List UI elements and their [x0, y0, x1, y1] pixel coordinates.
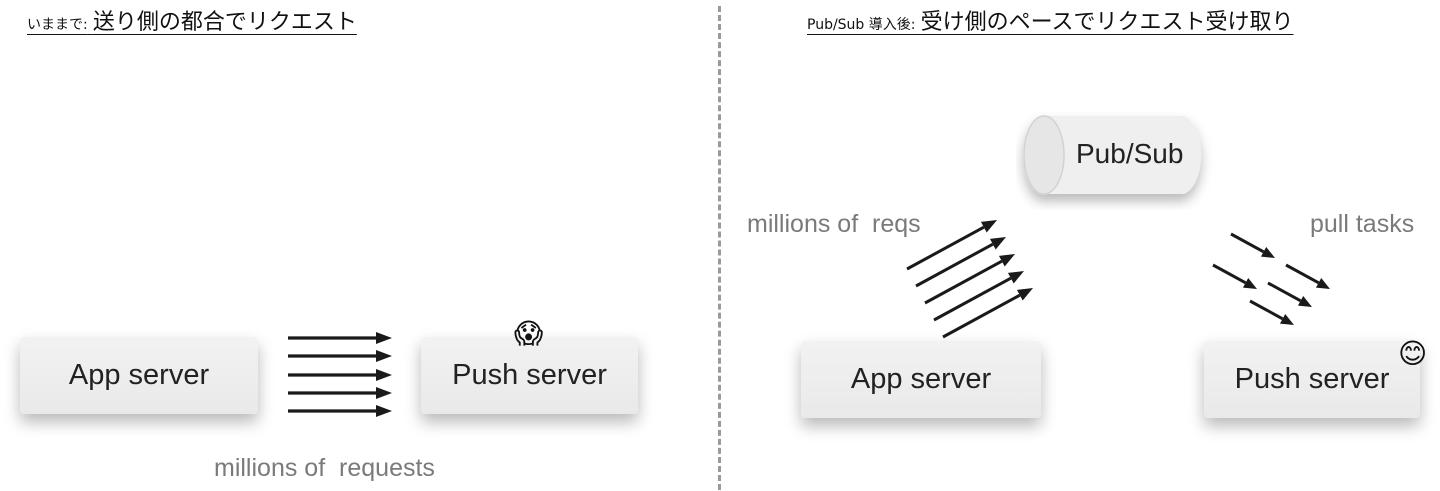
left-request-arrow — [288, 387, 392, 399]
publish-arrow — [924, 254, 1015, 305]
left-panel-title: いままで: 送り側の都合でリクエスト — [27, 4, 357, 36]
publish-arrow — [942, 288, 1033, 339]
scream-emoji-icon: 😱 — [514, 317, 544, 350]
smile-emoji-icon: 😊 — [1398, 337, 1428, 370]
left-title-prefix: いままで: — [27, 17, 88, 33]
left-app-server-box: App server — [20, 337, 258, 414]
publish-arrow — [915, 237, 1006, 288]
pull-arrow — [1212, 263, 1257, 289]
publish-arrow — [933, 271, 1024, 322]
right-push-server-box: Push server — [1204, 341, 1420, 418]
left-request-arrow — [288, 350, 392, 362]
left-request-arrow — [288, 332, 392, 344]
right-app-server-label: App server — [850, 363, 992, 395]
left-push-server-label: Push server — [452, 359, 607, 391]
right-app-server-box: App server — [801, 341, 1041, 418]
left-title-main: 送り側の都合でリクエスト — [92, 10, 357, 35]
left-requests-label: millions of requests — [214, 454, 435, 482]
pubsub-label: Pub/Sub — [1076, 138, 1184, 169]
right-push-server-label: Push server — [1234, 363, 1390, 395]
left-request-arrow — [288, 405, 392, 417]
left-push-server-box: Push server — [421, 337, 638, 414]
right-title-prefix: Pub/Sub 導入後: — [807, 17, 916, 33]
pull-arrow — [1285, 263, 1330, 289]
panel-divider — [718, 6, 721, 490]
left-request-arrow — [288, 369, 392, 381]
publish-arrow — [906, 220, 997, 271]
pull-arrow — [1267, 281, 1312, 307]
pubsub-cylinder — [1023, 115, 1202, 195]
left-app-server-label: App server — [68, 359, 210, 391]
right-panel-title: Pub/Sub 導入後: 受け側のペースでリクエスト受け取り — [807, 4, 1294, 36]
right-pull-label: pull tasks — [1310, 210, 1415, 238]
right-reqs-label: millions of reqs — [747, 210, 921, 238]
right-title-main: 受け側のペースでリクエスト受け取り — [920, 10, 1294, 35]
pull-arrow — [1249, 299, 1294, 325]
pull-arrow — [1230, 232, 1275, 258]
